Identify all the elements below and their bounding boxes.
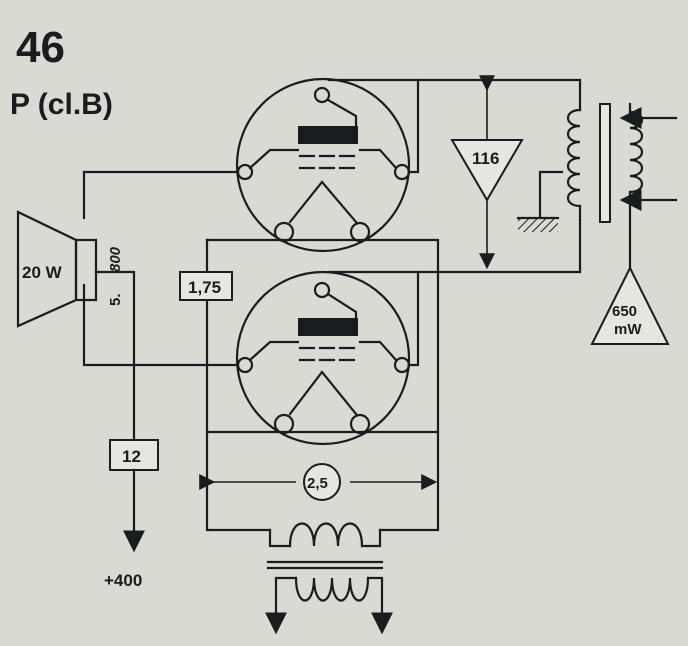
gain-value: 116	[472, 149, 499, 168]
input-power-value: 650	[612, 303, 637, 320]
speaker-power: 20 W	[22, 263, 63, 282]
speaker-impedance-b: 5.	[107, 293, 124, 306]
upper-tube	[235, 77, 411, 253]
lower-tube	[235, 270, 411, 446]
supply-voltage: +400	[104, 571, 142, 590]
gain-triangle	[450, 75, 524, 270]
heater-circle	[303, 463, 341, 501]
circuit-number: 46	[16, 23, 65, 72]
circuit-class: P (cl.B)	[10, 88, 113, 121]
wiring	[82, 78, 582, 532]
series-resistor-value: 12	[122, 447, 141, 466]
grid-resistor-value: 1,75	[188, 278, 221, 297]
input-power-unit: mW	[614, 321, 642, 338]
heater-value: 2,5	[307, 475, 328, 492]
input-power-triangle	[590, 265, 670, 345]
grid-resistor-box	[179, 271, 233, 301]
loudspeaker-icon	[16, 210, 98, 328]
speaker-impedance-a: 800	[107, 246, 124, 272]
ground-icon	[516, 170, 564, 232]
heater-transformer	[265, 522, 393, 635]
output-transformer	[566, 102, 678, 270]
